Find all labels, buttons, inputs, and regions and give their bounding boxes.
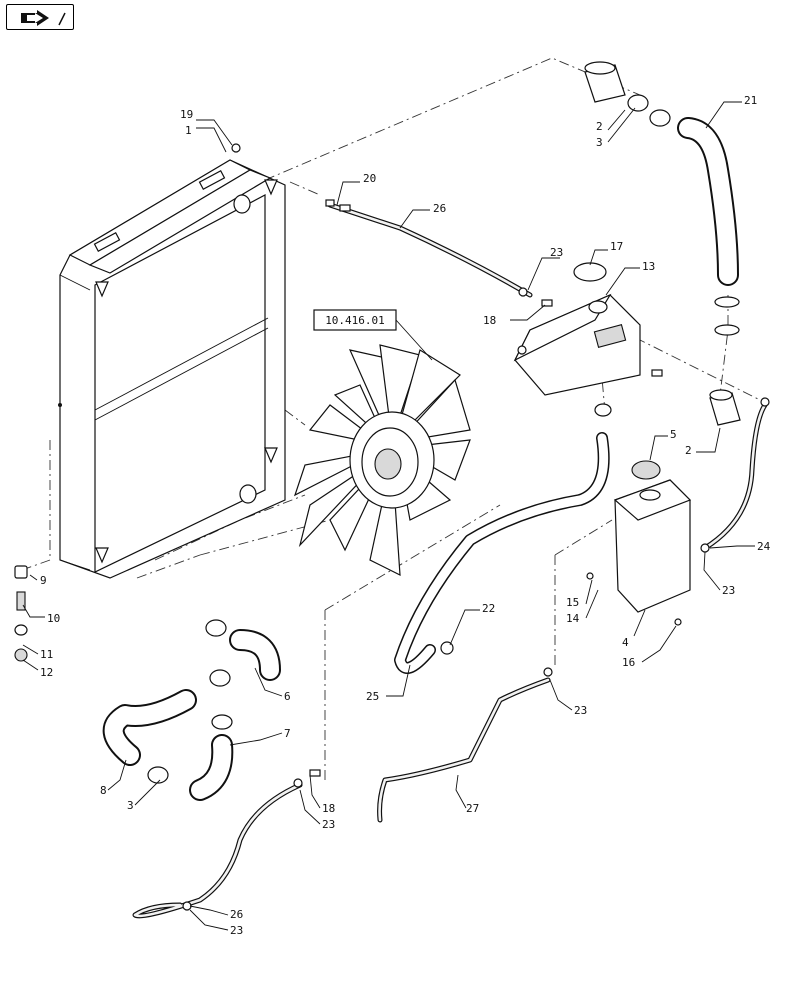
callout-21: 21 [744,94,757,107]
callout-3-top: 3 [596,136,603,149]
callout-24: 24 [757,540,771,553]
callout-3-bottom: 3 [127,799,134,812]
callout-23-tank: 23 [550,246,563,259]
callout-10: 10 [47,612,60,625]
callout-23-lower: 23 [230,924,243,937]
callout-12: 12 [40,666,53,679]
back-button[interactable] [6,4,74,30]
reference-label: 10.416.01 [325,314,385,327]
expansion-tank[interactable] [513,262,641,396]
callout-5: 5 [670,428,677,441]
callout-11: 11 [40,648,53,661]
callout-4: 4 [622,636,629,649]
callout-26-top: 26 [433,202,446,215]
callout-leaders [22,101,755,931]
callout-9: 9 [40,574,47,587]
callout-2-mid: 2 [685,444,692,457]
callout-15: 15 [566,596,579,609]
callout-18-tank: 18 [483,314,496,327]
callout-1: 1 [185,124,192,137]
callout-7: 7 [284,727,291,740]
back-arrow-icon [21,10,66,26]
callout-8: 8 [100,784,107,797]
callout-18-bottom: 18 [322,802,335,815]
callout-26-bottom: 26 [230,908,243,921]
radiator-assembly[interactable] [58,159,286,579]
hose-lines[interactable] [132,202,768,919]
callout-16: 16 [622,656,635,669]
coolant-reservoir[interactable] [613,460,692,613]
callout-25: 25 [366,690,379,703]
cooling-fan[interactable] [293,344,471,577]
callout-19: 19 [180,108,193,121]
callout-20: 20 [363,172,376,185]
callout-14: 14 [566,612,580,625]
callout-23-bottom: 23 [322,818,335,831]
callout-2-top: 2 [596,120,603,133]
callout-27: 27 [466,802,479,815]
callout-13: 13 [642,260,655,273]
lower-hoses[interactable] [102,619,281,801]
drain-fittings[interactable] [14,565,28,662]
callout-23-center: 23 [574,704,587,717]
callout-labels: 19 1 20 26 23 18 17 13 2 3 21 5 2 24 23 … [40,94,771,937]
callout-23-right: 23 [722,584,735,597]
callout-6: 6 [284,690,291,703]
reference-box[interactable]: 10.416.01 [313,309,433,361]
callout-17: 17 [610,240,623,253]
upper-hose-group[interactable] [584,61,741,426]
callout-22: 22 [482,602,495,615]
